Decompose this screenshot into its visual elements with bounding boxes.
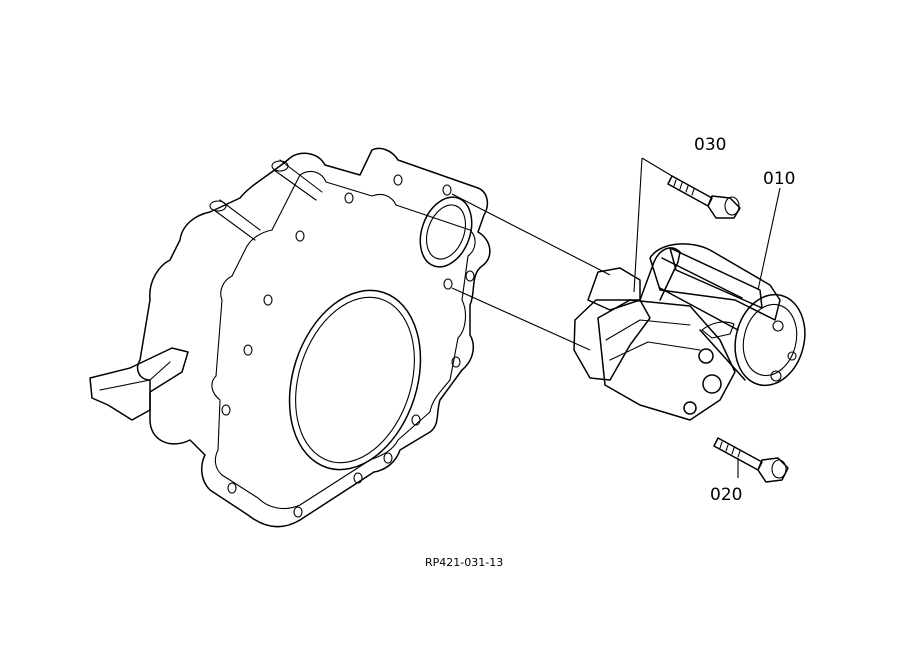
flywheel-housing xyxy=(89,147,491,528)
alignment-lines xyxy=(451,193,611,351)
figure-code: RP421-031-13 xyxy=(425,556,503,569)
part-label-030: 030 xyxy=(694,135,726,155)
bolt-030 xyxy=(667,175,741,219)
part-label-010: 010 xyxy=(763,169,795,189)
starter-motor xyxy=(573,243,806,421)
leader-lines xyxy=(633,157,781,478)
part-label-020: 020 xyxy=(710,485,742,505)
bolt-020 xyxy=(713,437,789,483)
